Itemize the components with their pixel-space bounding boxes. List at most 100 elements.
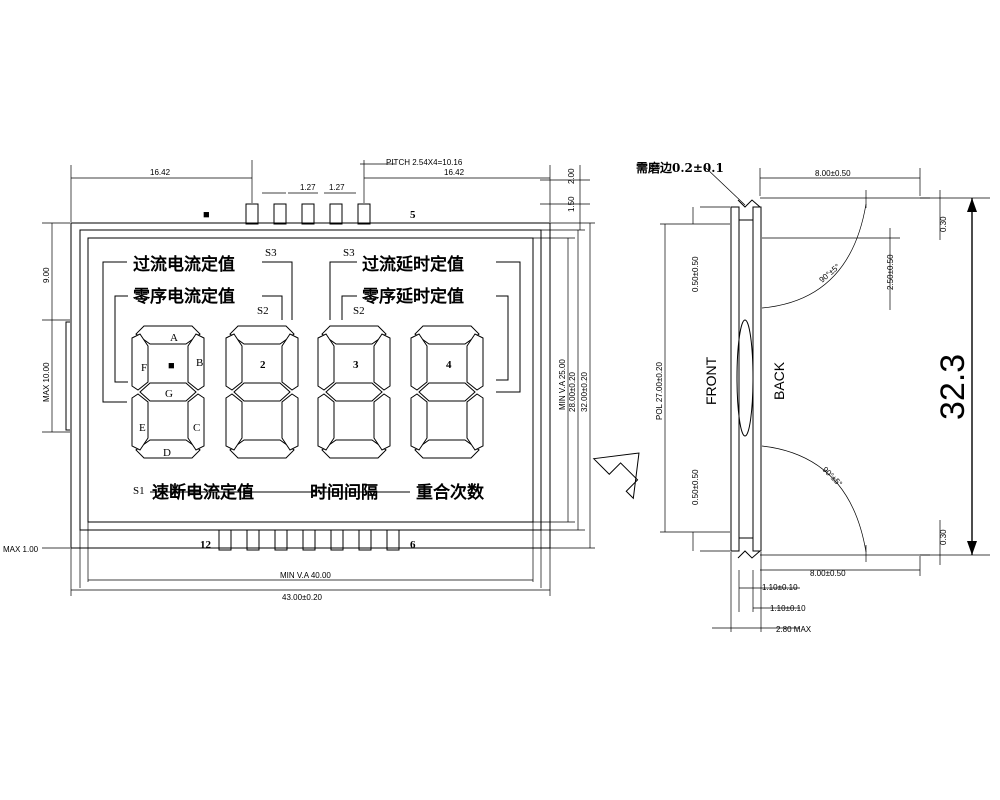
pin-lead-ellipse — [736, 319, 754, 437]
front-view: ■ 5 12 6 16.42 16.42 PITCH 2.54X4=10.16 … — [3, 158, 595, 602]
digit-3-seg-e — [317, 393, 335, 451]
digit-number-3: 3 — [353, 359, 359, 371]
digit-3-seg-a — [321, 325, 387, 345]
label-s3-right: S3 — [343, 247, 355, 259]
seg-letter-d: D — [163, 447, 171, 459]
digit-2-seg-c — [281, 393, 299, 451]
seg-letter-b: B — [196, 357, 203, 369]
digit-2-seg-a — [229, 325, 295, 345]
label-zero-seq-current: 零序电流定值 — [132, 286, 235, 307]
digit-4-seg-g — [418, 382, 476, 402]
dim-2-00: 2.00 — [567, 168, 576, 184]
label-back: BACK — [771, 361, 787, 400]
label-overcurrent-setting: 过流电流定值 — [133, 254, 235, 275]
dim-1-50: 1.50 — [567, 196, 576, 212]
label-s3-left: S3 — [265, 247, 277, 259]
digit-4-seg-d — [414, 439, 480, 459]
front-glass — [730, 206, 740, 552]
dim-pol-27: POL 27.00±0.20 — [655, 362, 664, 420]
digit-number-2: 2 — [260, 359, 266, 371]
dim-bottom-8-00: 8.00±0.50 — [810, 569, 846, 578]
top-dimensions — [70, 160, 590, 230]
pin-6-label: 6 — [410, 539, 416, 551]
digit-4-seg-c — [466, 393, 484, 451]
digit-3-seg-d — [321, 439, 387, 459]
label-time-interval: 时间间隔 — [310, 482, 378, 503]
dim-left-16-42: 16.42 — [150, 168, 171, 177]
digit-2-seg-b — [281, 333, 299, 391]
digit-3-seg-f — [317, 333, 335, 391]
digit-3-seg-c — [373, 393, 391, 451]
angle-arc-top — [761, 203, 867, 309]
dim-1-10-b: 1.10±0.10 — [770, 604, 806, 613]
top-pins — [245, 203, 371, 225]
digit-3-seg-b — [373, 333, 391, 391]
back-glass — [752, 206, 762, 552]
pin-5-label: 5 — [410, 209, 416, 221]
label-s1: S1 — [133, 485, 145, 497]
digit-1-seg-d — [135, 439, 201, 459]
angle-arc-bottom — [761, 445, 867, 553]
dim-0-30-top: 0.30 — [939, 216, 948, 232]
digit-number-4: 4 — [446, 359, 452, 371]
seg-letter-f: F — [141, 362, 147, 374]
dim-2-80-max: 2.80 MAX — [776, 625, 812, 634]
grind-edge-note: 需磨边0.2±0.1 — [636, 160, 724, 175]
dim-32-00: 32.00±0.20 — [580, 371, 589, 412]
seg-dot-marker: ■ — [168, 360, 175, 372]
digit-2-seg-g — [233, 382, 291, 402]
digit-4-seg-a — [414, 325, 480, 345]
dim-pitch-b: 1.27 — [329, 183, 345, 192]
digit-2-seg-e — [225, 393, 243, 451]
label-zero-seq-delay: 零序延时定值 — [361, 286, 464, 307]
label-reclose-count: 重合次数 — [416, 482, 485, 503]
side-view: 8.00±0.50 8.00±0.50 需磨边0.2±0.1 POL 27.00… — [636, 160, 990, 634]
viewing-area-inner — [87, 237, 534, 523]
dim-0-30-bottom: 0.30 — [939, 529, 948, 545]
seg-letter-g: G — [165, 388, 173, 400]
dim-min-va-40: MIN V.A 40.00 — [280, 571, 331, 580]
dim-bottom-0-50: 0.50±0.50 — [691, 469, 700, 505]
digit-1-seg-a — [135, 325, 201, 345]
digit-1-seg-g — [139, 382, 197, 402]
angle-label-top: 90°±5° — [818, 262, 842, 284]
view-direction-arrow-icon — [592, 452, 640, 500]
digit-4-seg-f — [410, 333, 428, 391]
digit-1-seg-e — [131, 393, 149, 451]
dim-28-00: 28.00±0.20 — [568, 371, 577, 412]
label-overcurrent-delay: 过流延时定值 — [362, 254, 464, 275]
label-s2-left: S2 — [257, 305, 269, 317]
dim-9-00: 9.00 — [42, 267, 51, 283]
seg-letter-e: E — [139, 422, 146, 434]
bottom-dimensions — [70, 522, 551, 596]
dim-1-10-a: 1.10±0.10 — [762, 583, 798, 592]
label-s2-right: S2 — [353, 305, 365, 317]
digit-4-seg-e — [410, 393, 428, 451]
dim-min-va-25: MIN V.A 25.00 — [558, 359, 567, 410]
pin-12-label: 12 — [200, 539, 212, 551]
label-instant-trip: 速断电流定值 — [152, 482, 254, 503]
digit-1-seg-b — [187, 333, 205, 391]
dim-right-16-42: 16.42 — [444, 168, 465, 177]
dim-pitch-a: 1.27 — [300, 183, 316, 192]
right-dimensions — [533, 222, 595, 549]
dim-43-00: 43.00±0.20 — [282, 593, 323, 602]
dim-2-50: 2.50±0.50 — [886, 254, 895, 290]
dim-top-0-50: 0.50±0.50 — [691, 256, 700, 292]
digit-1-seg-c — [187, 393, 205, 451]
bottom-pins — [218, 529, 400, 551]
digit-3-seg-g — [325, 382, 383, 402]
top-pin-profile — [737, 199, 761, 208]
dim-top-8-00: 8.00±0.50 — [815, 169, 851, 178]
digit-1-seg-f — [131, 333, 149, 391]
digit-4-seg-b — [466, 333, 484, 391]
pin-1-marker: ■ — [203, 209, 210, 221]
glass-outline — [70, 222, 551, 549]
seg-letter-a: A — [170, 332, 178, 344]
label-brackets — [102, 261, 521, 493]
digit-2-seg-f — [225, 333, 243, 391]
seg-letter-c: C — [193, 422, 200, 434]
label-front: FRONT — [703, 356, 719, 405]
seven-segment-digits — [131, 325, 484, 459]
